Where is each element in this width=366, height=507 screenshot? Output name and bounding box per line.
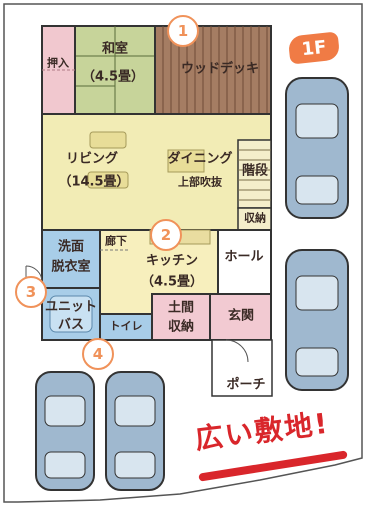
- label-kitchen-size: （4.5畳）: [140, 274, 204, 290]
- label-doma-shuno: 収納: [167, 319, 195, 335]
- car-right-bottom: [285, 249, 349, 391]
- car-right-top: [285, 77, 349, 219]
- hall: [217, 229, 272, 295]
- label-roka: 廊下: [105, 234, 127, 248]
- doma-storage: [151, 293, 211, 341]
- label-kaidan: 階段: [241, 163, 269, 179]
- label-living-size: （14.5畳）: [58, 174, 130, 190]
- label-shuno: 収納: [244, 211, 266, 225]
- car-bottom-left: [35, 371, 95, 491]
- label-doma: 土間: [167, 300, 195, 316]
- label-unit: ユニット: [44, 299, 98, 315]
- label-genkan: 玄関: [227, 308, 255, 324]
- label-porch: ポーチ: [226, 377, 266, 393]
- toilet-room: [99, 313, 153, 341]
- porch: [211, 339, 273, 397]
- marker-2: 2: [150, 219, 182, 251]
- label-toilet: トイレ: [109, 319, 143, 333]
- label-senmen: 洗面: [57, 239, 85, 255]
- living-dining: [41, 113, 272, 231]
- label-living: リビング: [65, 151, 119, 167]
- marker-3: 3: [15, 276, 47, 308]
- label-datsuisitsu: 脱衣室: [51, 259, 91, 275]
- label-hall: ホール: [224, 249, 264, 265]
- marker-1: 1: [167, 15, 199, 47]
- label-bath: バス: [57, 317, 85, 333]
- genkan: [209, 293, 272, 341]
- label-washitsu-size: （4.5畳）: [81, 69, 145, 85]
- label-kitchen: キッチン: [145, 253, 199, 269]
- label-washitsu: 和室: [101, 41, 129, 57]
- label-wood-deck: ウッドデッキ: [180, 61, 260, 77]
- label-dining: ダイニング: [167, 151, 233, 167]
- marker-4: 4: [82, 338, 114, 370]
- car-bottom-middle: [105, 371, 165, 491]
- label-fukinuke: 上部吹抜: [178, 175, 222, 189]
- label-oshiire: 押入: [47, 56, 69, 70]
